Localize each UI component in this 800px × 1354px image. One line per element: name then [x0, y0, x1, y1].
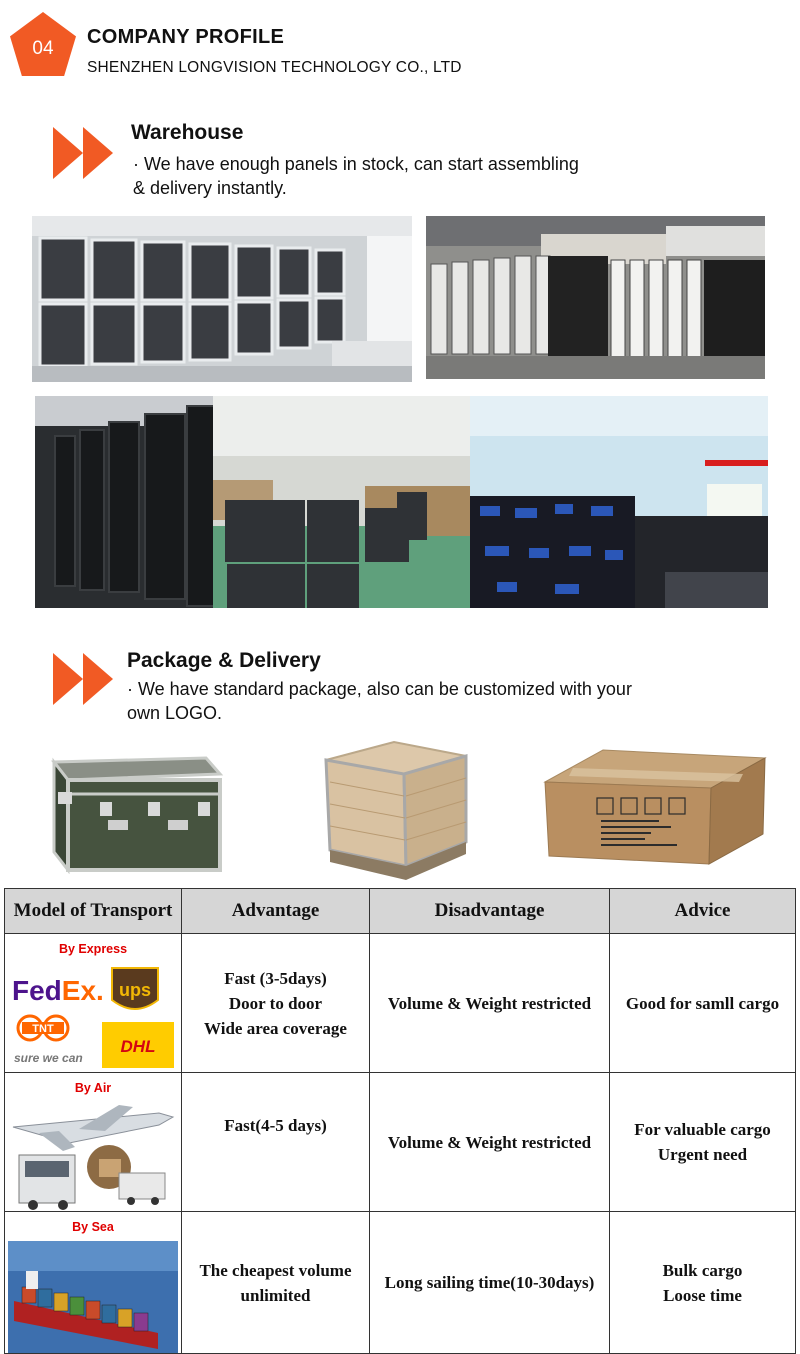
package-text-line-2: own LOGO.	[127, 703, 223, 723]
header-advice: Advice	[609, 888, 796, 934]
flight-case-image	[48, 752, 224, 874]
mode-cell-sea: By Sea	[4, 1211, 182, 1354]
disadvantage-line: Long sailing time(10-30days)	[384, 1273, 595, 1292]
ups-logo: ups	[111, 967, 159, 1010]
table-row-sea: By Sea The cheapest volume unlimited Lon…	[4, 1211, 796, 1354]
section-number: 04	[32, 38, 54, 59]
advantage-line: Fast(4-5 days)	[224, 1116, 327, 1135]
dhl-logo: DHL	[102, 1022, 174, 1068]
svg-text:ups: ups	[119, 980, 151, 1000]
table-row-express: By Express FedEx. ups TNT sure we can DH…	[4, 933, 796, 1073]
table-header-row: Model of Transport Advantage Disadvantag…	[4, 888, 796, 934]
mode-label-express: By Express	[58, 942, 128, 956]
page-title: COMPANY PROFILE	[87, 26, 285, 48]
advice-cell-sea: Bulk cargo Loose time	[609, 1211, 796, 1354]
disadvantage-cell-sea: Long sailing time(10-30days)	[369, 1211, 610, 1354]
double-arrow-icon	[53, 127, 115, 179]
courier-logos: FedEx. ups TNT sure we can DHL	[12, 967, 174, 1068]
advice-line: Bulk cargo	[662, 1260, 743, 1280]
advantage-cell-air: Fast(4-5 days)	[181, 1072, 370, 1212]
transport-table: Model of Transport Advantage Disadvantag…	[4, 888, 796, 1354]
double-arrow-icon	[53, 653, 115, 705]
header-disadvantage: Disadvantage	[369, 888, 610, 934]
advantage-line: The cheapest volume	[199, 1260, 352, 1280]
warehouse-text-line-1: · We have enough panels in stock, can st…	[133, 154, 579, 174]
warehouse-photo-cabinet-racks	[32, 216, 412, 382]
advice-line: Urgent need	[657, 1145, 748, 1164]
advantage-line: Fast (3-5days)	[224, 968, 327, 988]
package-text-line-1: · We have standard package, also can be …	[127, 679, 632, 699]
container-ship-illustration	[8, 1241, 178, 1353]
advantage-line: Wide area coverage	[204, 1018, 347, 1038]
advice-line: Loose time	[663, 1285, 742, 1305]
header-model-of-transport: Model of Transport	[4, 888, 182, 934]
warehouse-photo-cases-and-cabinets	[35, 396, 768, 608]
disadvantage-line: Volume & Weight restricted	[387, 993, 592, 1013]
svg-text:sure we can: sure we can	[14, 1051, 83, 1065]
section-number-badge: 04	[10, 12, 76, 76]
svg-text:DHL: DHL	[121, 1037, 156, 1056]
advice-line: Good for samll cargo	[625, 993, 780, 1013]
advantage-line: Door to door	[228, 993, 323, 1013]
header-advantage: Advantage	[181, 888, 370, 934]
wooden-crate-image	[306, 738, 472, 886]
mode-cell-air: By Air	[4, 1072, 182, 1212]
package-title: Package & Delivery	[127, 649, 321, 672]
advice-cell-air: For valuable cargo Urgent need	[609, 1072, 796, 1212]
advice-cell-express: Good for samll cargo	[609, 933, 796, 1073]
air-freight-illustration	[12, 1105, 175, 1210]
advice-line: For valuable cargo	[634, 1120, 771, 1139]
mode-cell-express: By Express FedEx. ups TNT sure we can DH…	[4, 933, 182, 1073]
carton-box-image	[543, 748, 767, 866]
warehouse-text-line-2: & delivery instantly.	[133, 178, 287, 198]
advantage-cell-sea: The cheapest volume unlimited	[181, 1211, 370, 1354]
carton-symbols	[596, 797, 686, 815]
mode-label-sea: By Sea	[72, 1220, 114, 1234]
warehouse-title: Warehouse	[131, 121, 244, 144]
table-row-air: By Air Fast(4-5 days) Volume & Weight re…	[4, 1072, 796, 1212]
company-name: SHENZHEN LONGVISION TECHNOLOGY CO., LTD	[87, 59, 462, 76]
svg-text:TNT: TNT	[32, 1023, 54, 1035]
disadvantage-line: Volume & Weight restricted	[387, 1132, 592, 1152]
fedex-logo: FedEx.	[12, 975, 104, 1006]
disadvantage-cell-express: Volume & Weight restricted	[369, 933, 610, 1073]
advantage-line: unlimited	[240, 1285, 311, 1305]
disadvantage-cell-air: Volume & Weight restricted	[369, 1072, 610, 1212]
tnt-logo: TNT sure we can	[14, 1014, 83, 1065]
advantage-cell-express: Fast (3-5days) Door to door Wide area co…	[181, 933, 370, 1073]
warehouse-photo-stacked-panels	[426, 216, 765, 379]
mode-label-air: By Air	[74, 1081, 112, 1095]
